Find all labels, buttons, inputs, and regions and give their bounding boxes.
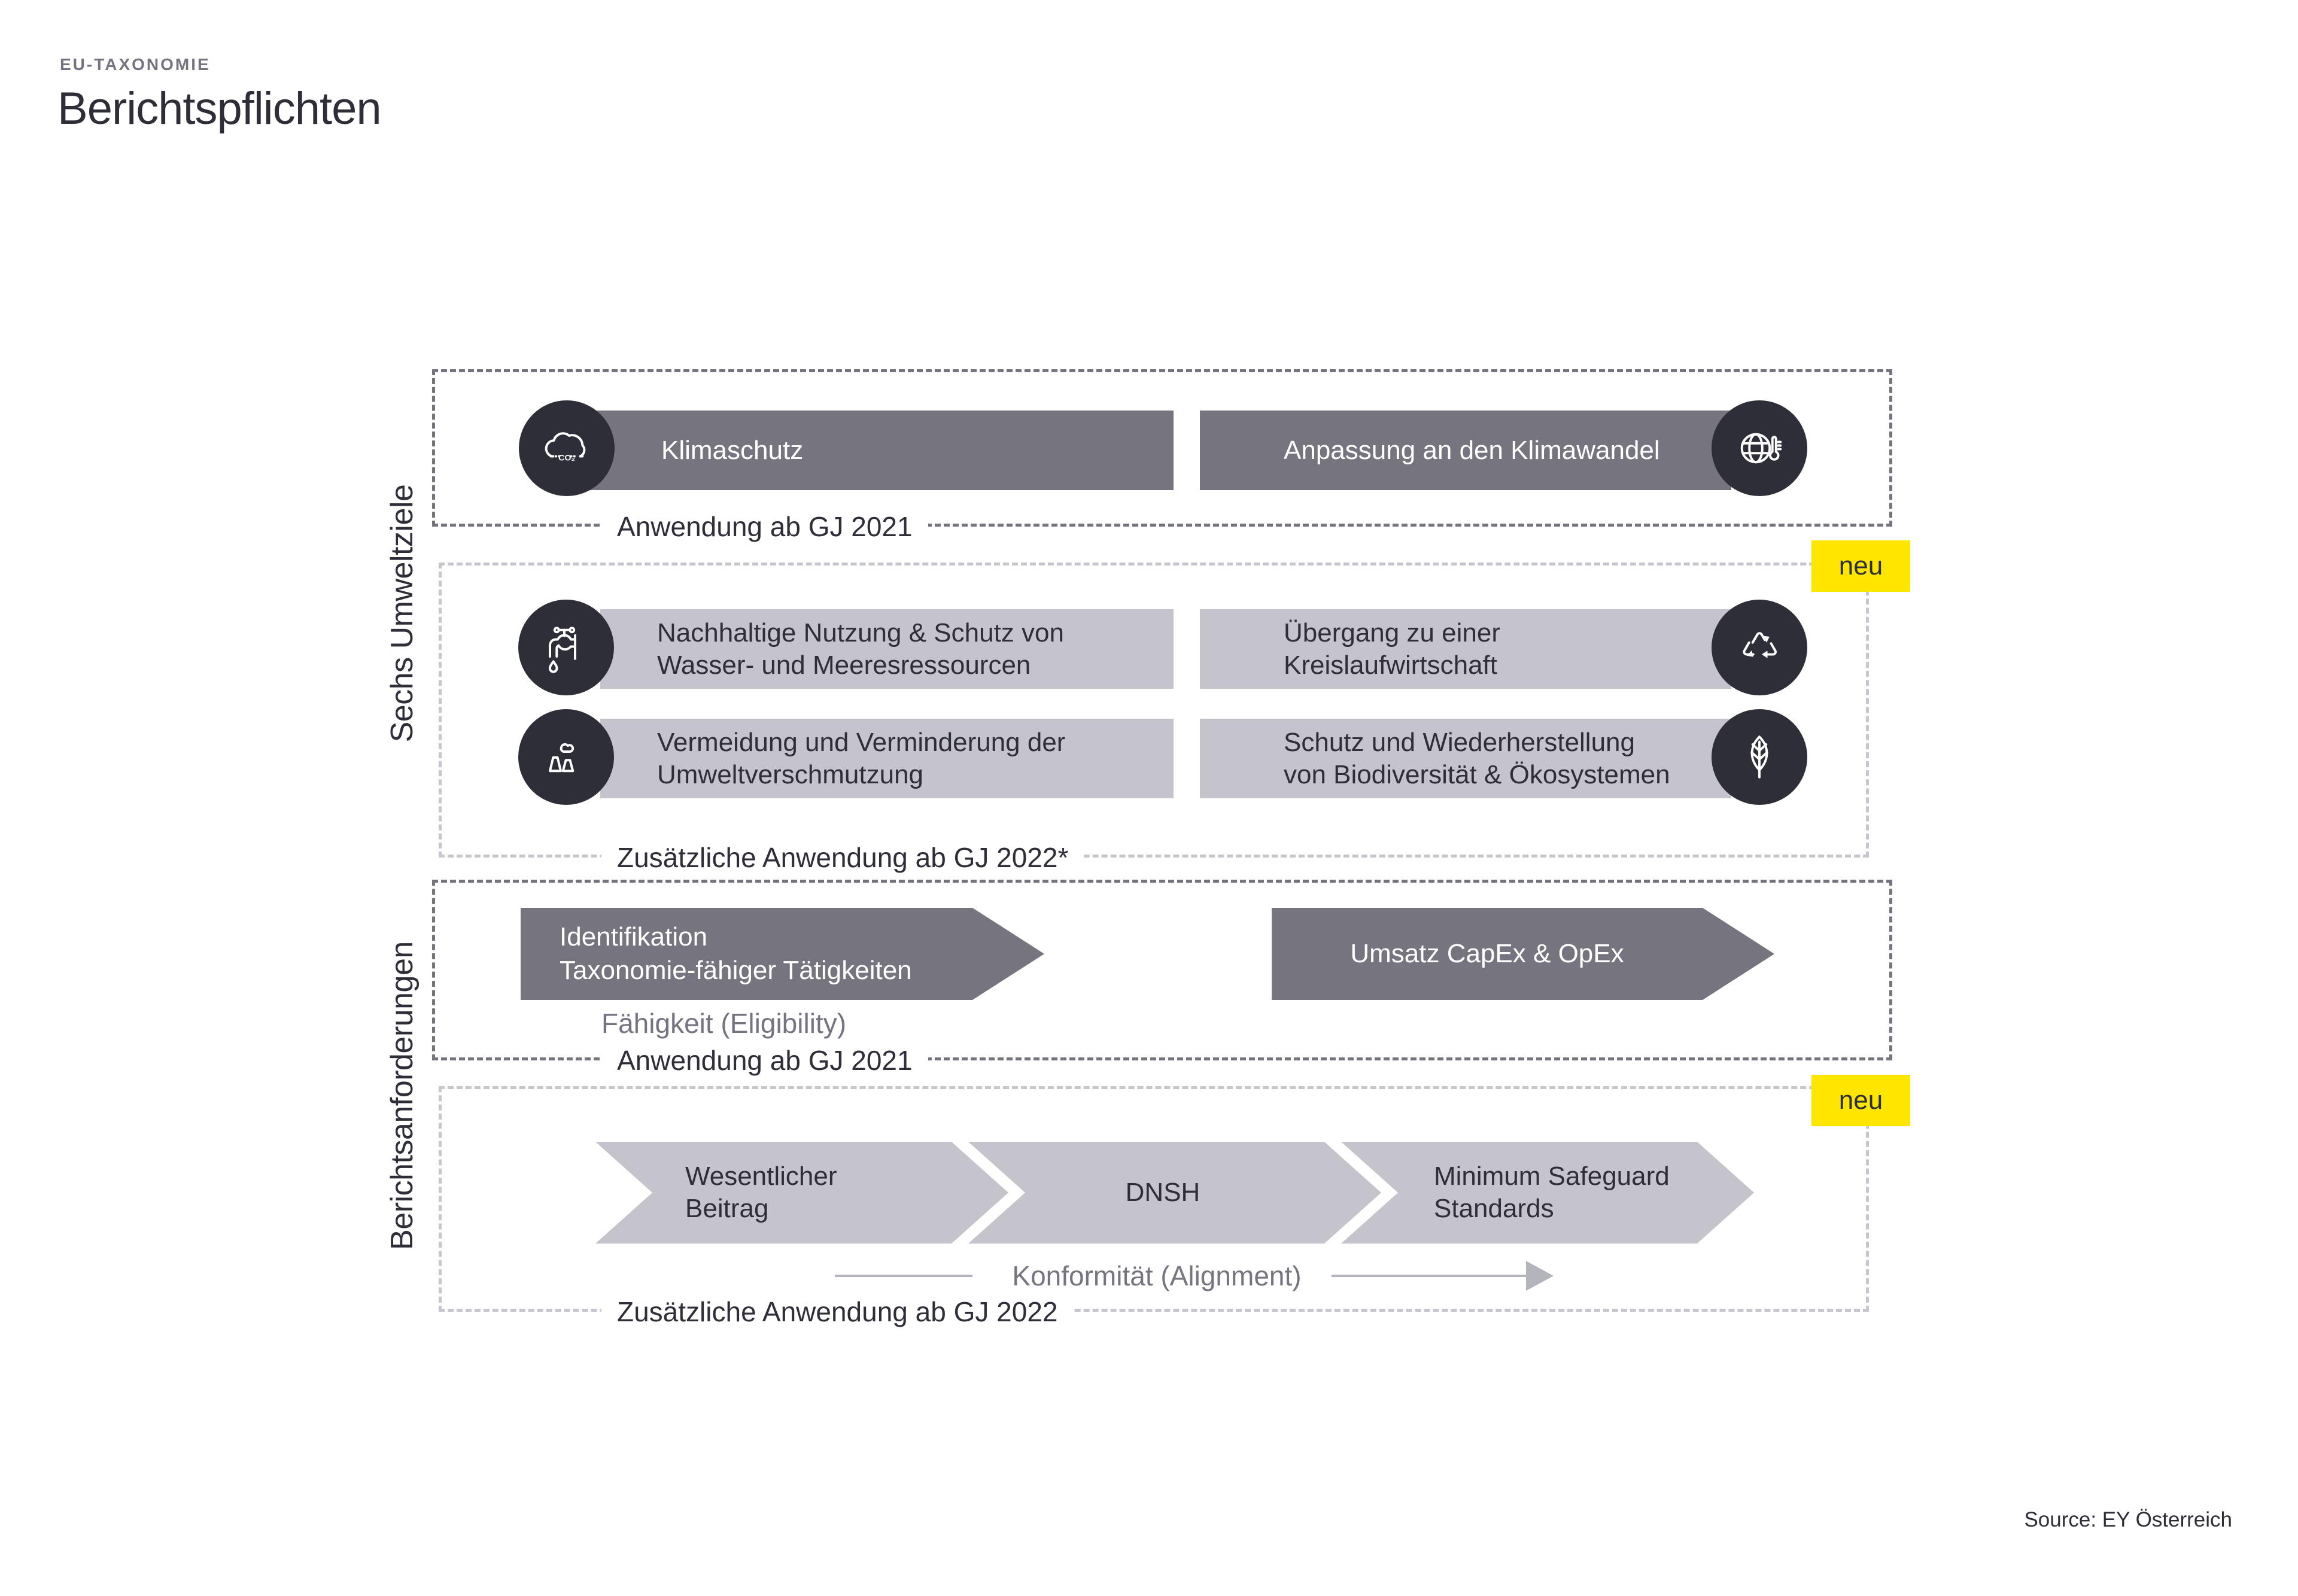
bar-anpassung-klimawandel: Anpassung an den Klimawandel xyxy=(1200,411,1731,490)
co2-cloud-icon: CO₂ xyxy=(519,400,615,496)
bar-label-line1: Nachhaltige Nutzung & Schutz von xyxy=(657,618,1064,647)
eligibility-footer-label: Anwendung ab GJ 2021 xyxy=(601,1044,928,1077)
chevron-minimum-safeguard: Minimum Safeguard Standards xyxy=(1341,1142,1754,1244)
eligibility-sublabel: Fähigkeit (Eligibility) xyxy=(586,1007,862,1040)
arrow-label-line1: Umsatz CapEx & OpEx xyxy=(1350,939,1624,968)
bar-kreislaufwirtschaft: Übergang zu einer Kreislaufwirtschaft xyxy=(1200,609,1731,689)
arrow-label-line2: Taxonomie-fähiger Tätigkeiten xyxy=(560,956,912,985)
chevron-label-line1: Wesentlicher xyxy=(685,1162,837,1191)
chevron-wesentlicher-beitrag: Wesentlicher Beitrag xyxy=(595,1142,1008,1244)
flow-arrowhead-icon xyxy=(1526,1261,1554,1291)
svg-text:CO₂: CO₂ xyxy=(558,453,575,463)
bar-label-line2: Umweltverschmutzung xyxy=(657,759,924,789)
page-title: Berichtspflichten xyxy=(57,83,382,134)
chevron-label-line2: Beitrag xyxy=(685,1194,769,1223)
bar-label-line1: Übergang zu einer xyxy=(1284,618,1501,647)
bar-umweltverschmutzung: Vermeidung und Verminderung der Umweltve… xyxy=(600,719,1174,798)
recycling-icon xyxy=(1712,600,1807,695)
bar-label-line2: Wasser- und Meeresressourcen xyxy=(657,650,1031,680)
bar-klimaschutz: Klimaschutz xyxy=(589,411,1174,490)
bar-wasser: Nachhaltige Nutzung & Schutz von Wasser-… xyxy=(600,609,1174,689)
environment-objectives-box: neu Nachhaltige Nutzung & Schutz von Was… xyxy=(439,540,1910,874)
neu-badge: neu xyxy=(1811,540,1910,592)
eyebrow-label: EU-TAXONOMIE xyxy=(60,55,211,74)
source-credit: Source: EY Österreich xyxy=(2024,1508,2232,1531)
bar-label-line2: Kreislaufwirtschaft xyxy=(1284,650,1498,680)
climate-footer-label: Anwendung ab GJ 2021 xyxy=(601,510,928,543)
bar-label-line1: Vermeidung und Verminderung der xyxy=(657,727,1066,757)
chevron-label-line1: DNSH xyxy=(1125,1178,1200,1207)
flow-label: Konformität (Alignment) xyxy=(1012,1260,1302,1291)
arrow-label-line1: Identifikation xyxy=(560,922,708,951)
bar-biodiversitaet: Schutz und Wiederherstellung von Biodive… xyxy=(1200,719,1731,798)
chevron-label-line2: Standards xyxy=(1434,1194,1554,1223)
arrow-umsatz-capex-opex: Umsatz CapEx & OpEx xyxy=(1272,908,1774,1000)
flow-line-left xyxy=(835,1275,972,1277)
bar-label-line1: Schutz und Wiederherstellung xyxy=(1284,727,1635,757)
bar-label: Klimaschutz xyxy=(661,435,804,465)
flow-line-right xyxy=(1332,1275,1526,1277)
bar-label-line2: von Biodiversität & Ökosystemen xyxy=(1284,759,1670,789)
arrow-identifikation: Identifikation Taxonomie-fähiger Tätigke… xyxy=(521,908,1044,1000)
alignment-footer-label: Zusätzliche Anwendung ab GJ 2022 xyxy=(601,1295,1074,1329)
bar-label: Anpassung an den Klimawandel xyxy=(1284,435,1660,465)
eligibility-box: Identifikation Taxonomie-fähiger Tätigke… xyxy=(432,880,1892,1077)
chevron-label-line1: Minimum Safeguard xyxy=(1434,1162,1670,1191)
globe-thermometer-icon xyxy=(1712,400,1807,496)
neu-badge: neu xyxy=(1811,1075,1910,1126)
environment-footer-label: Zusätzliche Anwendung ab GJ 2022* xyxy=(601,841,1084,874)
water-tap-icon xyxy=(518,600,614,695)
climate-objectives-box: Klimaschutz CO₂ Anpassung an den Klimawa… xyxy=(432,369,1892,543)
chevron-dnsh: DNSH xyxy=(968,1142,1381,1244)
factory-icon xyxy=(518,709,614,805)
side-label-berichtsanforderungen: Berichtsanforderungen xyxy=(385,941,420,1250)
alignment-box: neu Wesentlicher Beitrag DNSH Minimum Sa… xyxy=(439,1075,1910,1329)
leaf-icon xyxy=(1712,709,1807,805)
side-label-umweltziele: Sechs Umweltziele xyxy=(385,484,420,743)
